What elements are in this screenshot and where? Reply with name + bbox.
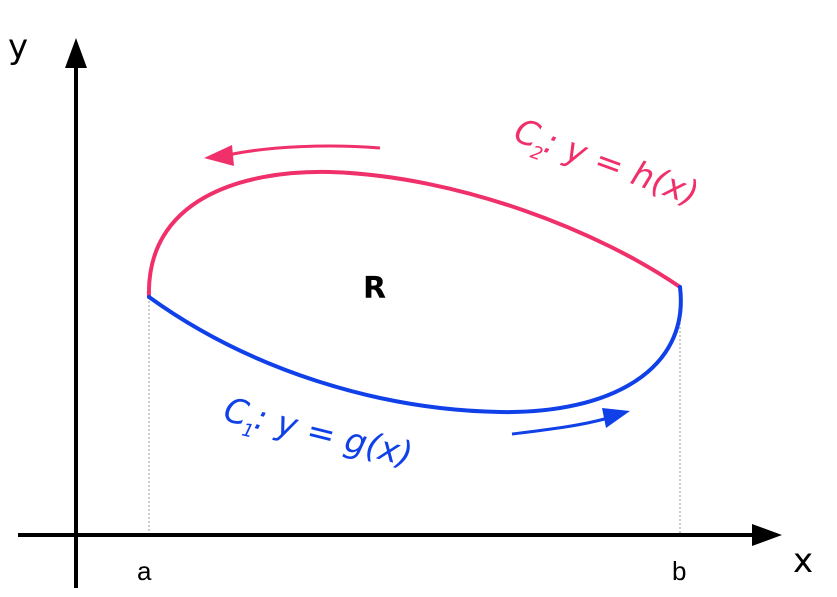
c2-direction-arrowhead [204,145,234,166]
c2-direction-arrow [227,144,381,157]
y-axis-label: y [8,27,28,67]
x-axis-label: x [793,541,813,581]
region-label: R [363,271,386,306]
curve-c1-label: C 1 : y = g(x) [220,390,417,476]
curve-c1-lower [147,285,683,415]
y-axis-arrowhead [65,38,87,68]
x-axis-arrowhead [752,524,782,546]
c2-equation: : y = h(x) [539,122,704,215]
c1-direction-arrow [511,416,609,436]
tick-label-b: b [672,556,686,586]
c1-direction-arrowhead [602,408,630,428]
curve-c2-upper [146,169,682,299]
c1-subscript: 1 [240,420,256,443]
tick-label-a: a [137,556,152,586]
curve-c2-label: C 2 : y = h(x) [509,111,704,215]
c1-equation: : y = g(x) [251,398,417,476]
